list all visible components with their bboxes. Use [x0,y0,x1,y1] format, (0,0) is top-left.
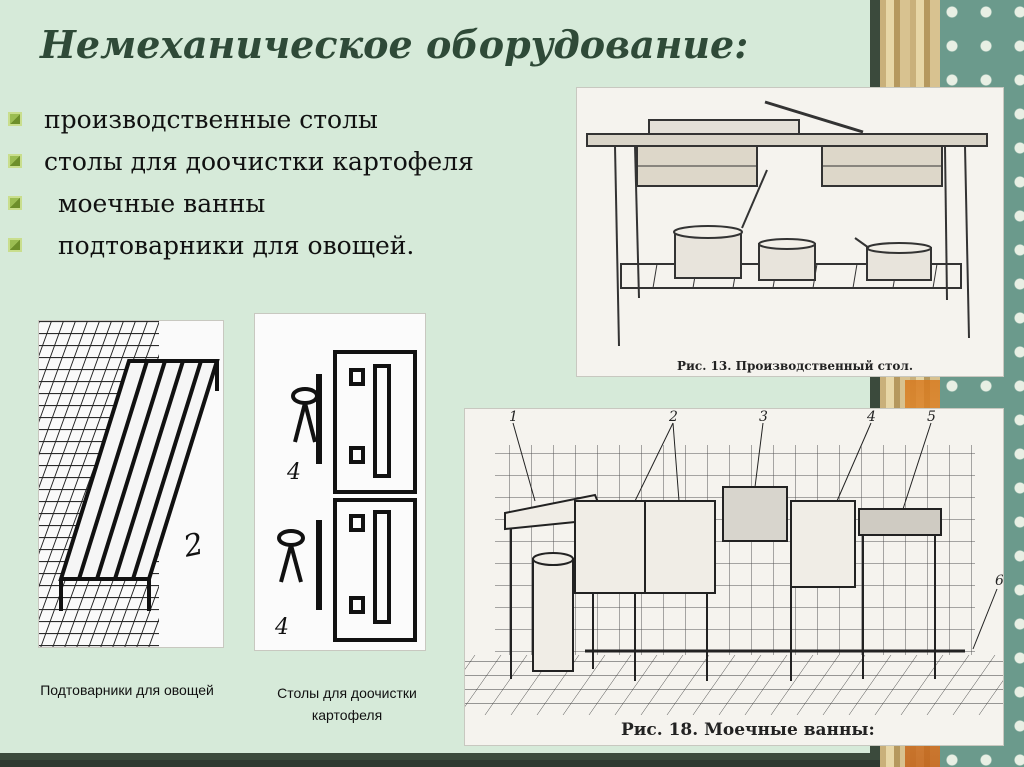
square-bullet-icon [8,196,22,210]
callout-label: 2 [668,409,678,425]
slide: Немеханическое оборудование: производств… [0,0,1004,760]
production-table-drawing: Рис. 13. Производственный стол. [586,100,988,373]
bullet-item: моечные ванны [8,182,474,224]
bullet-item: производственные столы [8,98,474,140]
figure-caption: Рис. 18. Моечные ванны: [621,720,875,740]
slide-title: Немеханическое оборудование: [40,22,749,67]
wash-tubs-figure: 1 2 3 4 5 6 Рис. 18. Моечные ванны: [464,408,1004,746]
bullet-text: подтоварники для овощей. [58,230,415,260]
callout-label: 5 [927,409,936,425]
caption-line: Столы для доочистки [277,685,417,701]
bullet-item: столы для доочистки картофеля [8,140,474,182]
figure-number-label: 4 [286,460,301,485]
pallet-drawing: 2 [39,321,220,647]
figure-caption: Рис. 13. Производственный стол. [677,359,913,373]
bullet-text: моечные ванны [58,188,266,218]
callout-label: 4 [866,409,876,425]
pallet-figure: 2 [38,320,224,648]
production-table-figure: Рис. 13. Производственный стол. [576,87,1004,377]
square-bullet-icon [8,238,22,252]
callout-label: 1 [509,409,518,425]
pallet-caption: Подтоварники для овощей [40,682,214,698]
bullet-item: подтоварники для овощей. [8,224,474,266]
peeling-tables-figure: 4 4 [254,313,426,651]
figure-number-label: 2 [180,526,207,564]
bullet-text: столы для доочистки картофеля [44,146,474,176]
peeling-tables-drawing: 4 4 [274,350,417,642]
figure-number-label: 4 [274,615,289,640]
callout-label: 3 [759,409,768,425]
callout-label: 6 [995,573,1003,589]
peeling-tables-caption: Столы для доочистки картофеля [244,682,450,726]
bullet-text: производственные столы [44,104,378,134]
wash-tubs-drawing: 1 2 3 4 5 6 Рис. 18. Моечные ванны: [465,409,1003,740]
square-bullet-icon [8,154,22,168]
bullet-list: производственные столы столы для доочист… [8,98,474,266]
square-bullet-icon [8,112,22,126]
caption-line: картофеля [311,707,383,723]
